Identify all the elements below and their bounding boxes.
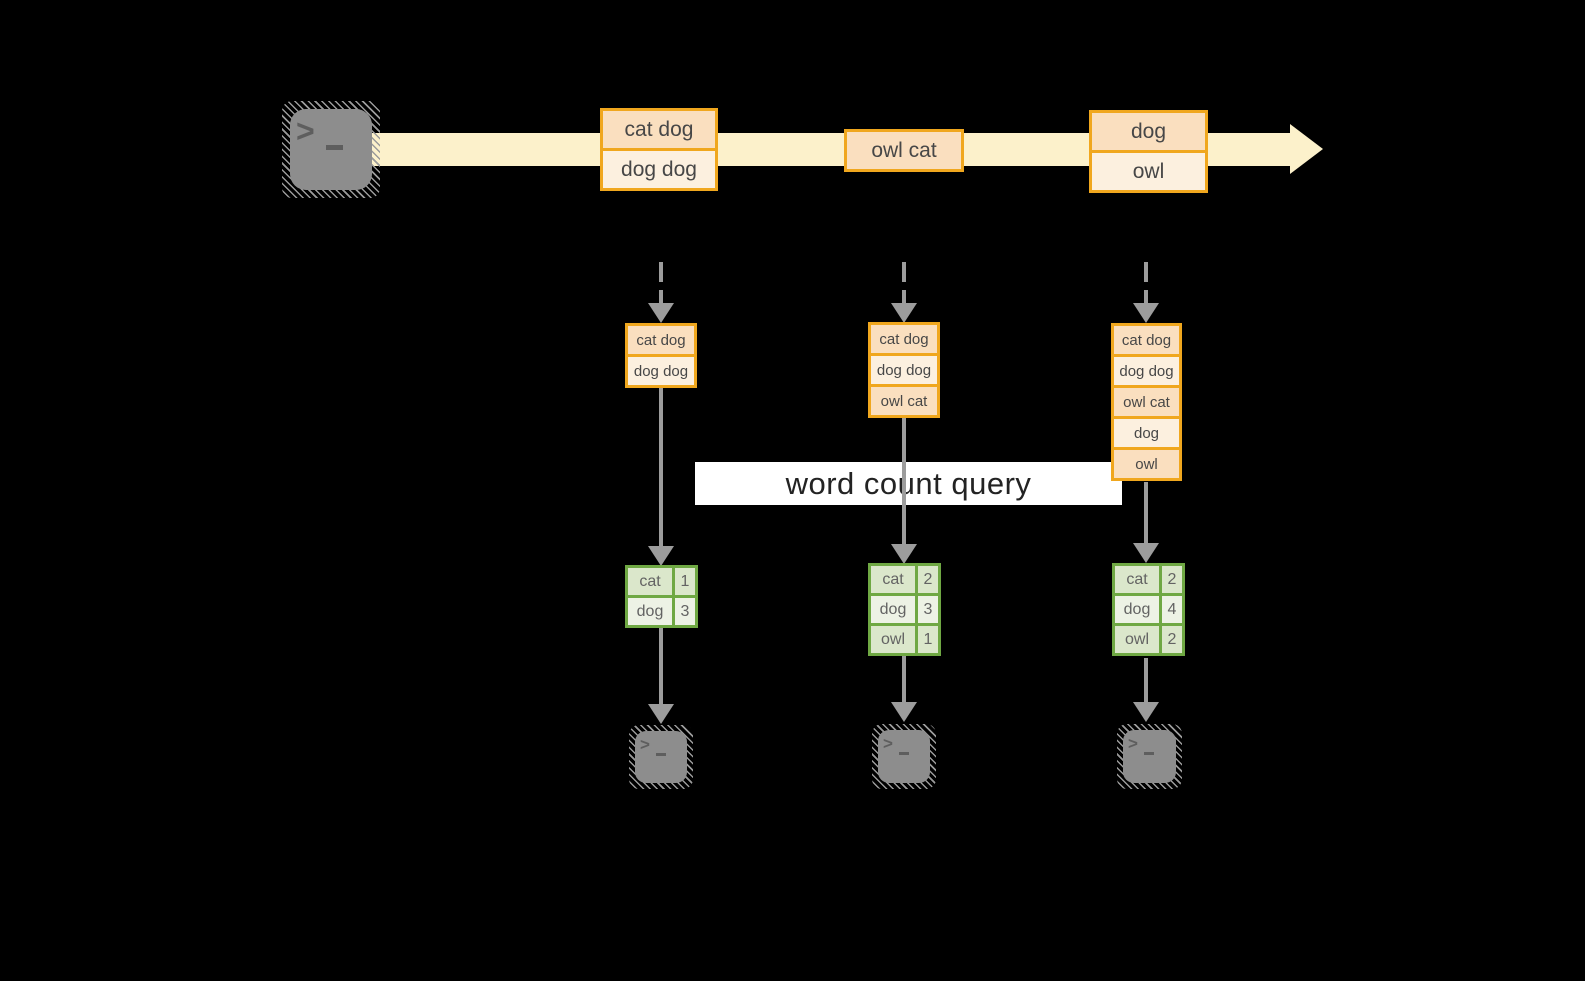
dashed-arrow-segment	[659, 290, 663, 304]
arrow-line	[1144, 658, 1148, 702]
producer-terminal-icon: >	[282, 101, 380, 198]
word-cell: cat	[628, 568, 672, 595]
count-cell: 1	[918, 626, 938, 653]
record-line: dog	[1092, 113, 1205, 150]
word-cell: owl	[1115, 626, 1159, 653]
count-cell: 2	[1162, 566, 1182, 593]
count-cell: 2	[918, 566, 938, 593]
dashed-arrow-segment	[659, 262, 663, 282]
count-cell: 2	[1162, 626, 1182, 653]
state-line: owl cat	[1114, 388, 1179, 416]
record-line: owl	[1092, 153, 1205, 190]
arrowhead-down-icon	[648, 303, 674, 323]
count-table-1: cat 1 dog 3	[625, 565, 698, 628]
stream-record-1: cat dog dog dog	[600, 108, 718, 191]
prompt-underscore-icon	[1144, 752, 1154, 755]
word-cell: dog	[1115, 596, 1159, 623]
prompt-chevron-icon: >	[296, 113, 315, 149]
terminal-body	[878, 730, 930, 783]
arrowhead-down-icon	[1133, 543, 1159, 563]
prompt-underscore-icon	[326, 145, 343, 150]
prompt-underscore-icon	[899, 752, 909, 755]
record-line: owl cat	[847, 132, 961, 169]
stream-record-2: owl cat	[844, 129, 964, 172]
state-line: owl cat	[871, 387, 937, 415]
dashed-arrow-segment	[902, 290, 906, 304]
count-table-2: cat 2 dog 3 owl 1	[868, 563, 941, 656]
query-label: word count query	[785, 465, 1032, 501]
state-stack-3: cat dog dog dog owl cat dog owl	[1111, 323, 1182, 481]
terminal-body	[1123, 730, 1176, 783]
count-cell: 4	[1162, 596, 1182, 623]
dashed-arrow-segment	[1144, 262, 1148, 282]
word-cell: dog	[628, 598, 672, 625]
prompt-chevron-icon: >	[640, 735, 650, 754]
arrowhead-down-icon	[891, 303, 917, 323]
arrowhead-down-icon	[648, 704, 674, 724]
consumer-terminal-icon-3: >	[1117, 724, 1182, 789]
prompt-chevron-icon: >	[1128, 734, 1138, 753]
stream-record-3: dog owl	[1089, 110, 1208, 193]
arrowhead-down-icon	[891, 544, 917, 564]
arrow-line	[902, 417, 906, 544]
arrow-line	[659, 628, 663, 704]
arrowhead-down-icon	[891, 702, 917, 722]
stream-arrowhead-icon	[1290, 124, 1323, 174]
state-line: dog dog	[871, 356, 937, 384]
prompt-chevron-icon: >	[883, 734, 893, 753]
arrowhead-down-icon	[1133, 303, 1159, 323]
state-stack-2: cat dog dog dog owl cat	[868, 322, 940, 418]
state-line: cat dog	[1114, 326, 1179, 354]
count-table-3: cat 2 dog 4 owl 2	[1112, 563, 1185, 656]
count-cell: 1	[675, 568, 695, 595]
consumer-terminal-icon-2: >	[872, 724, 936, 789]
word-cell: cat	[1115, 566, 1159, 593]
state-line: cat dog	[871, 325, 937, 353]
query-label-band: word count query	[695, 462, 1122, 505]
arrowhead-down-icon	[1133, 702, 1159, 722]
word-cell: owl	[871, 626, 915, 653]
record-line: dog dog	[603, 151, 715, 188]
consumer-terminal-icon-1: >	[629, 725, 693, 789]
state-line: dog dog	[628, 357, 694, 385]
state-line: cat dog	[628, 326, 694, 354]
word-cell: cat	[871, 566, 915, 593]
state-line: dog	[1114, 419, 1179, 447]
arrowhead-down-icon	[648, 546, 674, 566]
terminal-body	[635, 731, 687, 783]
arrow-line	[1144, 482, 1148, 543]
dashed-arrow-segment	[902, 262, 906, 282]
count-cell: 3	[918, 596, 938, 623]
arrow-line	[902, 656, 906, 702]
prompt-underscore-icon	[656, 753, 666, 756]
state-line: dog dog	[1114, 357, 1179, 385]
state-line: owl	[1114, 450, 1179, 478]
word-cell: dog	[871, 596, 915, 623]
count-cell: 3	[675, 598, 695, 625]
record-line: cat dog	[603, 111, 715, 148]
arrow-line	[659, 388, 663, 548]
dashed-arrow-segment	[1144, 290, 1148, 304]
state-stack-1: cat dog dog dog	[625, 323, 697, 388]
